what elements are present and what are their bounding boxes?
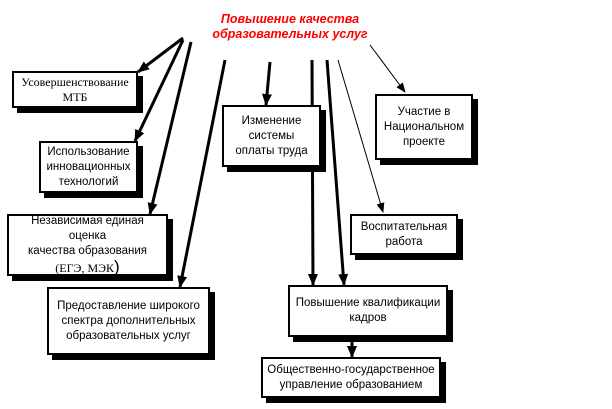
box-staff-qualification: Повышение квалификации кадров xyxy=(288,285,448,337)
box-mtb-line-2: МТБ xyxy=(62,89,88,104)
box-qualification-line-2: кадров xyxy=(349,312,387,324)
box-pay-line-3: оплаты труда xyxy=(235,144,308,157)
box-pay-line-1: Изменение xyxy=(241,114,302,127)
box-educational-work: Воспитательная работа xyxy=(350,214,458,255)
arrow-to-pay xyxy=(262,61,272,106)
box-qualification-line-1: Повышение квалификации xyxy=(295,297,441,309)
arrow-to-educational xyxy=(337,59,385,213)
box-public-line-2: управление образованием xyxy=(279,378,423,391)
box-services-line-2: спектра дополнительных xyxy=(61,314,196,327)
box-indep-closing-paren: ) xyxy=(114,256,120,276)
box-educational-line-2: работа xyxy=(385,235,423,248)
box-indep-line-3-text: (ЕГЭ, МЭК xyxy=(55,260,115,275)
box-tech-line-1: Использование xyxy=(47,145,130,158)
box-national-line-2: Национальном xyxy=(383,120,465,133)
title-line-1: Повышение качества xyxy=(220,12,360,26)
box-additional-services: Предоставление широкого спектра дополнит… xyxy=(47,287,210,355)
arrow-to-national xyxy=(369,44,406,93)
title-line-2: образовательных услуг xyxy=(212,27,368,41)
box-indep-line-3: (ЕГЭ, МЭК) xyxy=(55,256,120,277)
box-innovative-technologies: Использование инновационных технологий xyxy=(39,141,138,193)
box-tech-line-2: инновационных xyxy=(46,160,131,173)
arrow-to-services xyxy=(177,59,227,288)
arrow-to-qualification-2 xyxy=(325,59,349,286)
box-tech-line-3: технологий xyxy=(58,175,119,188)
arrow-to-indep xyxy=(147,41,193,215)
box-services-line-1: Предоставление широкого xyxy=(57,299,200,312)
box-national-project: Участие в Национальном проекте xyxy=(375,94,473,160)
arrow-to-mtb xyxy=(137,36,184,74)
box-national-line-3: проекте xyxy=(402,135,446,148)
box-educational-line-1: Воспитательная xyxy=(360,220,448,233)
diagram-title: Повышение качества образовательных услуг xyxy=(195,12,385,42)
box-pay-line-2: системы xyxy=(248,129,295,142)
box-mtb-improvement: Усовершенствование МТБ xyxy=(12,71,138,108)
box-national-line-1: Участие в xyxy=(397,105,451,118)
arrow-to-tech xyxy=(133,39,185,142)
box-mtb-line-1: Усовершенствование xyxy=(21,74,129,89)
box-services-line-3: образовательных услуг xyxy=(66,329,191,342)
box-public-management: Общественно-государственное управление о… xyxy=(261,357,441,398)
box-indep-line-1: Независимая единая оценка xyxy=(31,214,144,242)
box-pay-system: Изменение системы оплаты труда xyxy=(222,105,321,167)
box-public-line-1: Общественно-государственное xyxy=(267,363,435,376)
arrow-to-qualification-1 xyxy=(307,59,318,286)
box-independent-assessment: Независимая единая оценка качества образ… xyxy=(7,214,168,276)
box-indep-line-2: качества образования xyxy=(28,244,147,257)
